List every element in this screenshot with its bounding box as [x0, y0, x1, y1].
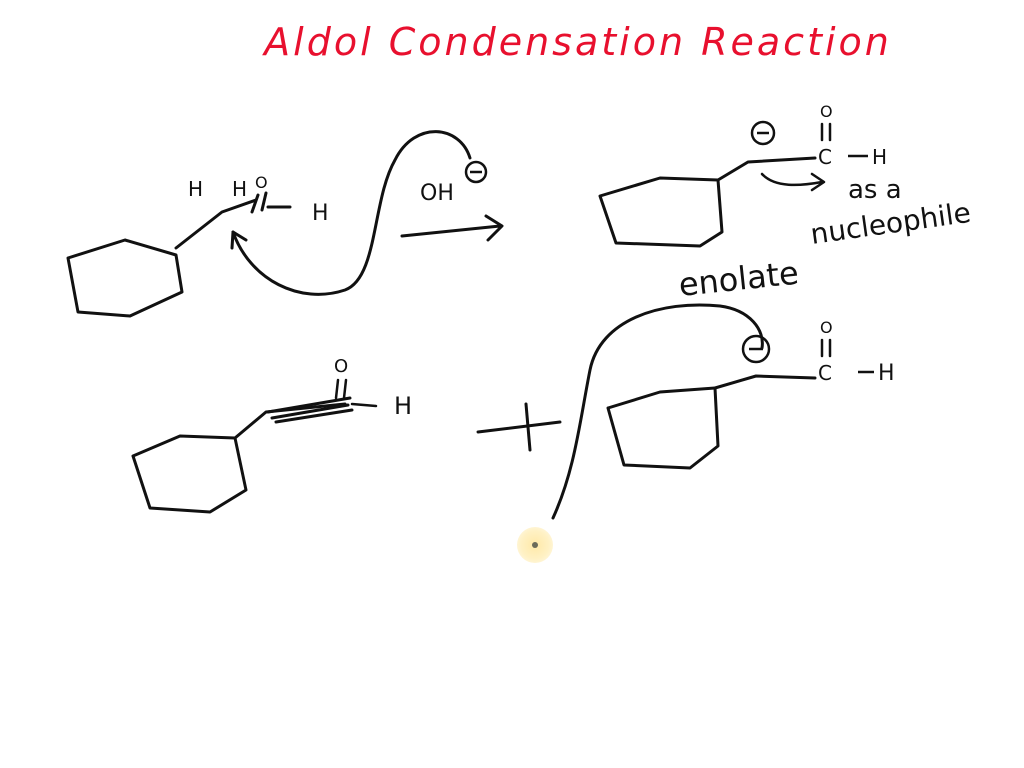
side-chain-3 [233, 402, 347, 440]
pen-cursor-icon[interactable] [517, 527, 553, 563]
product-double-bond-1 [820, 122, 832, 142]
benzene-ring-1 [66, 238, 184, 318]
product-oxygen-1: O [820, 102, 833, 121]
side-chain-4 [713, 374, 817, 390]
carbonyl-double-bond-2 [334, 378, 378, 408]
product-hydrogen-1: H [872, 145, 887, 169]
side-chain-2 [716, 156, 817, 182]
hydroxide-label: OH [420, 181, 454, 206]
enolate-carbon-2: C [818, 361, 832, 385]
side-chain-1 [174, 198, 258, 250]
carbonyl-oxygen-2: O [334, 356, 348, 377]
benzene-ring-3 [131, 434, 248, 514]
reagent-1: OH [400, 160, 504, 242]
negative-charge-icon [750, 120, 776, 146]
aldehyde-h-2: H [394, 392, 412, 420]
reactant-1: H H O H [66, 130, 472, 318]
mechanism-arrow-1 [231, 130, 472, 296]
enolate-product-1: O C H as a nucleophile enolate [598, 102, 973, 304]
carbonyl-oxygen-1: O [255, 173, 268, 192]
enolate-2: O C H [551, 303, 895, 520]
plus-sign: + [476, 402, 562, 452]
reactant-2: O H [131, 356, 412, 514]
enolate-hydrogen-2: H [878, 361, 895, 386]
annotation-arrow [760, 172, 826, 192]
benzene-ring-4 [606, 386, 720, 470]
scribble-bond [266, 396, 354, 424]
note-as-a: as a [848, 175, 902, 205]
negative-charge-icon [741, 334, 771, 364]
aldehyde-h-1: H [312, 201, 329, 226]
alpha-h-left: H [188, 177, 203, 201]
alpha-h-right: H [232, 177, 247, 201]
product-carbon-1: C [818, 145, 832, 169]
enolate-label: enolate [677, 254, 801, 304]
negative-charge-icon [464, 160, 488, 184]
mechanism-arrow-2 [551, 303, 764, 520]
enolate-double-bond-2 [820, 338, 832, 358]
enolate-oxygen-2: O [820, 318, 833, 337]
reaction-arrow-1 [400, 214, 504, 242]
carbonyl-bond-1 [250, 191, 292, 214]
benzene-ring-2 [598, 176, 724, 248]
page-title: Aldol Condensation Reaction [261, 20, 892, 64]
mechanism-arrowhead-1 [230, 230, 248, 250]
